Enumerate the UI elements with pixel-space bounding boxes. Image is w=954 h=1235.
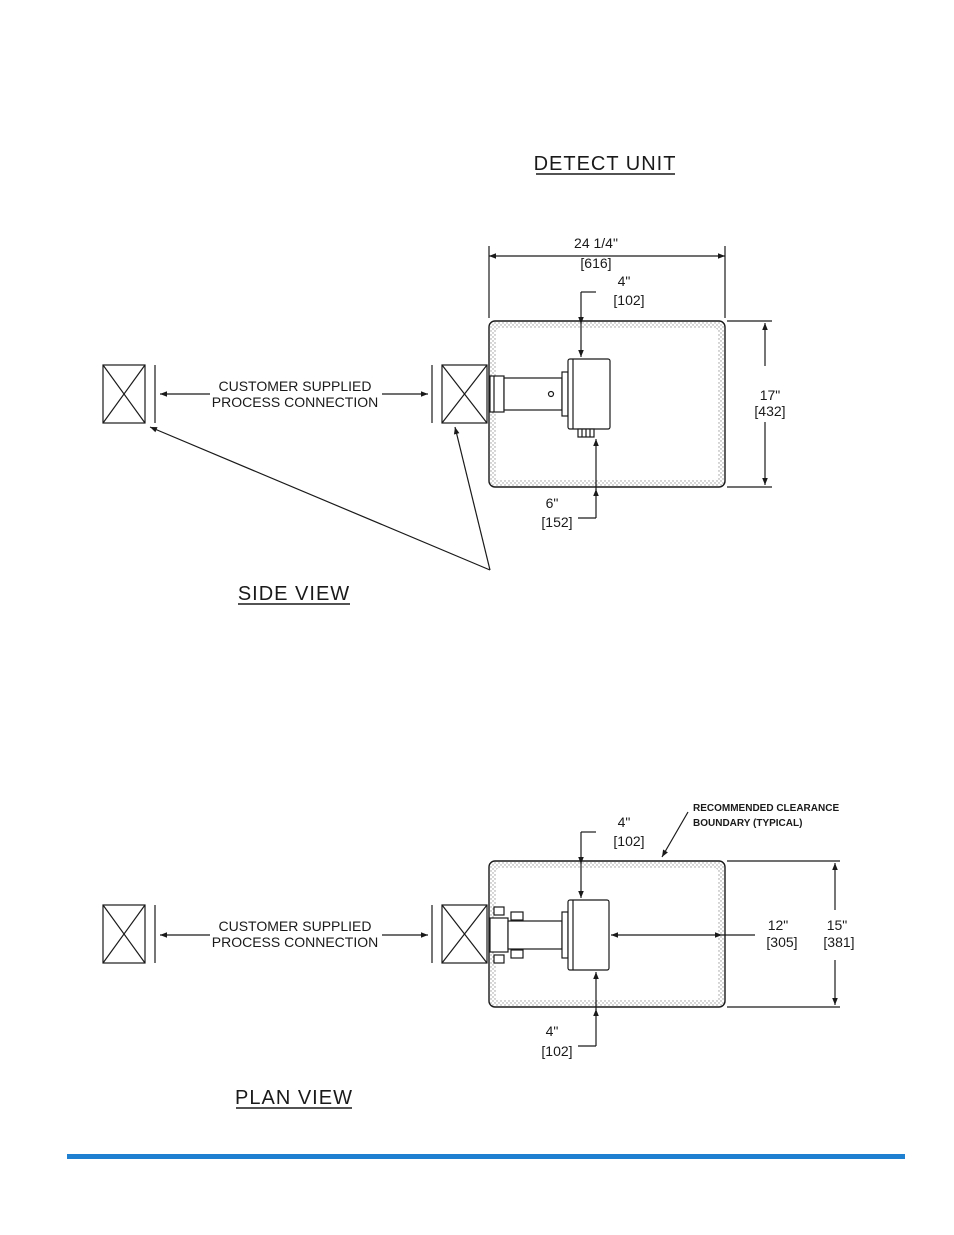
plan-height-inch: 15" [827, 917, 848, 933]
side-top-inch: 4" [618, 273, 631, 289]
side-height-inch: 17" [760, 387, 781, 403]
side-height-mm: [432] [754, 403, 785, 419]
plan-clearance-note-line2: BOUNDARY (TYPICAL) [693, 818, 802, 829]
plan-view [103, 812, 840, 1046]
side-width-inch: 24 1/4" [574, 235, 618, 251]
plan-right-inch: 12" [768, 917, 789, 933]
side-bottom-mm: [152] [541, 514, 572, 530]
side-valve-leader-left [150, 427, 490, 570]
plan-height-mm: [381] [823, 934, 854, 950]
plan-bottom-mm: [102] [541, 1043, 572, 1059]
detect-unit-title: DETECT UNIT [534, 153, 677, 175]
plan-top-mm: [102] [613, 833, 644, 849]
plan-top-inch: 4" [618, 814, 631, 830]
plan-view-title: PLAN VIEW [235, 1087, 353, 1109]
side-top-mm: [102] [613, 292, 644, 308]
side-view-title: SIDE VIEW [238, 583, 350, 605]
footer-rule [67, 1154, 905, 1159]
side-process-label-line2: PROCESS CONNECTION [212, 394, 378, 410]
side-valve-leader-right [455, 427, 490, 570]
plan-bottom-inch: 4" [546, 1023, 559, 1039]
side-valve-left [103, 365, 155, 423]
plan-process-label-line1: CUSTOMER SUPPLIED [219, 918, 372, 934]
side-bottom-inch: 6" [546, 495, 559, 511]
plan-clearance-leader [662, 812, 688, 857]
side-view [103, 246, 772, 570]
side-width-mm: [616] [580, 255, 611, 271]
plan-right-mm: [305] [766, 934, 797, 950]
side-process-label-line1: CUSTOMER SUPPLIED [219, 378, 372, 394]
plan-clearance-note-line1: RECOMMENDED CLEARANCE [693, 803, 839, 814]
side-valve-right [432, 365, 487, 423]
plan-valve-right [432, 905, 487, 963]
plan-process-label-line2: PROCESS CONNECTION [212, 934, 378, 950]
plan-valve-left [103, 905, 155, 963]
